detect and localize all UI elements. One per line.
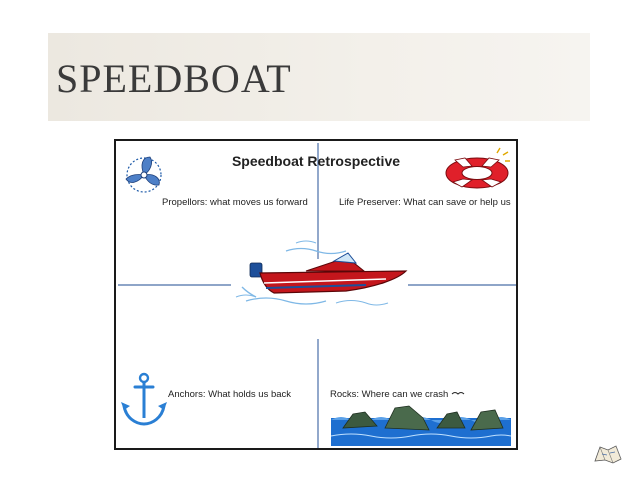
- rocks-label: Rocks: Where can we crash: [330, 389, 449, 400]
- life-preserver-label: Life Preserver: What can save or help us: [339, 197, 511, 208]
- life-preserver-icon: [445, 147, 510, 189]
- propellers-label: Propellors: what moves us forward: [162, 197, 308, 208]
- map-icon: [594, 445, 622, 464]
- bird-icon: [451, 392, 465, 395]
- speedboat-retrospective-image: Speedboat Retrospective Propellors: what…: [114, 139, 518, 450]
- rocks-icon: [330, 405, 512, 446]
- slide-title: SPEEDBOAT: [56, 56, 292, 101]
- anchors-label: Anchors: What holds us back: [168, 389, 292, 400]
- title-band: SPEEDBOAT: [48, 33, 590, 121]
- propeller-icon: [125, 156, 162, 193]
- speedboat-icon: [235, 240, 408, 306]
- retrospective-title: Speedboat Retrospective: [231, 153, 401, 169]
- retrospective-drawing: [118, 143, 516, 448]
- anchor-icon: [121, 372, 167, 426]
